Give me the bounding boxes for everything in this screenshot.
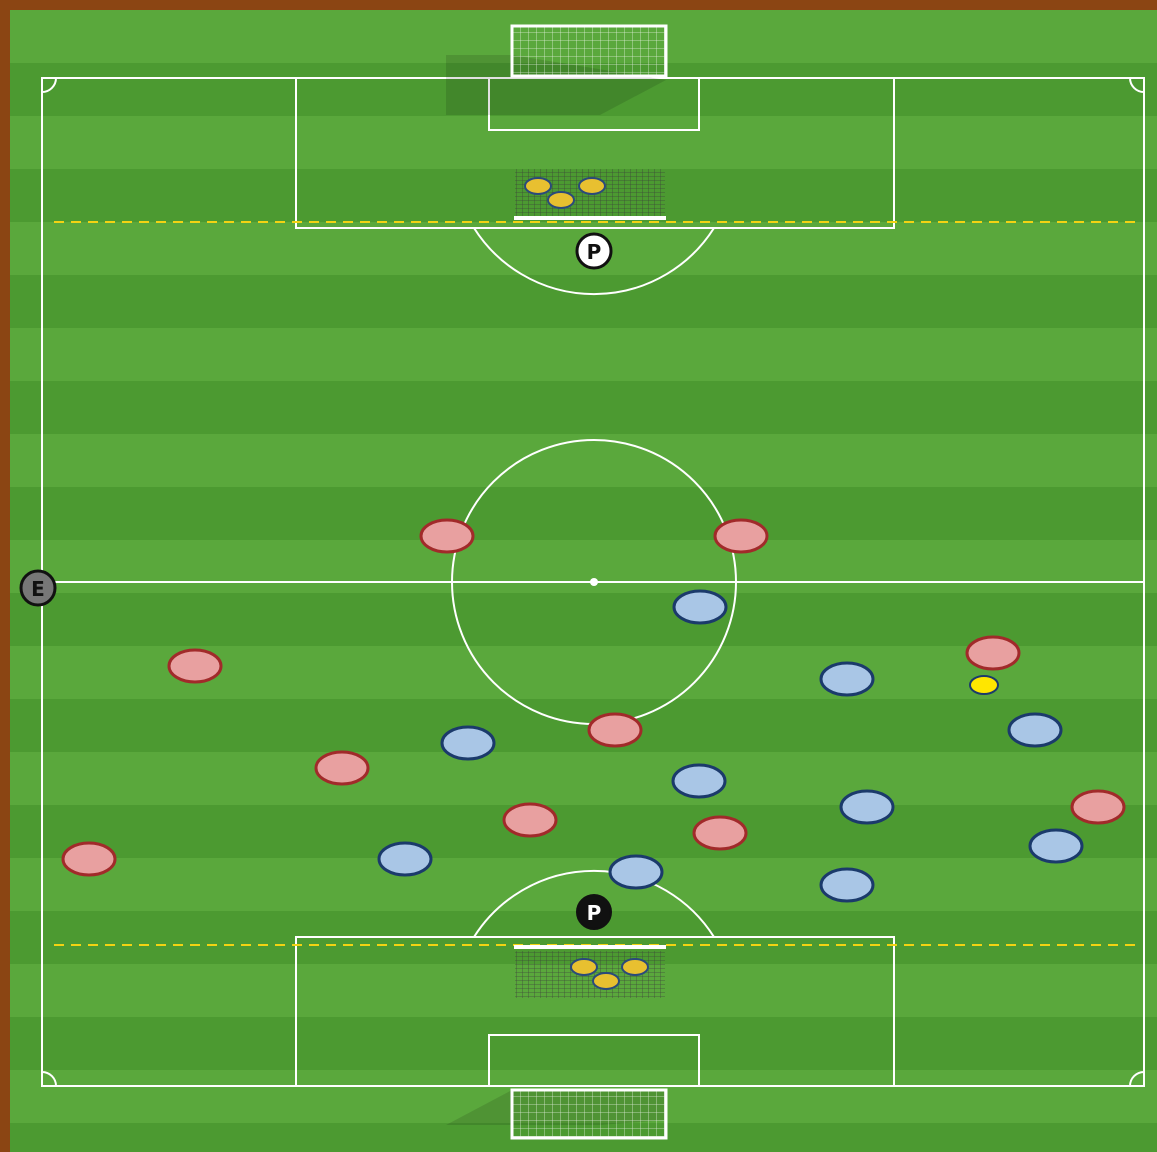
mini-ball-icon — [622, 959, 648, 975]
mini-ball-icon — [579, 178, 605, 194]
grass-stripe — [10, 381, 1157, 434]
red-player[interactable] — [967, 637, 1019, 669]
mini-ball-icon — [548, 192, 574, 208]
grass-stripe — [10, 275, 1157, 328]
blue-player[interactable] — [610, 856, 662, 888]
red-player[interactable] — [589, 714, 641, 746]
blue-player[interactable] — [821, 663, 873, 695]
mini-ball-icon — [571, 959, 597, 975]
top-mini-goal — [514, 169, 666, 218]
blue-player[interactable] — [674, 591, 726, 623]
left-e-marker[interactable]: E — [21, 571, 55, 605]
red-player[interactable] — [421, 520, 473, 552]
top-p-marker[interactable]: P — [577, 234, 611, 268]
mini-ball-icon — [593, 973, 619, 989]
top-p-label: P — [587, 240, 602, 264]
blue-player[interactable] — [442, 727, 494, 759]
red-player[interactable] — [169, 650, 221, 682]
bottom-p-label: P — [587, 901, 602, 925]
grass-stripe — [10, 699, 1157, 752]
blue-player[interactable] — [673, 765, 725, 797]
bottom-p-marker[interactable]: P — [577, 895, 611, 929]
grass-stripe — [10, 487, 1157, 540]
blue-player[interactable] — [1030, 830, 1082, 862]
red-player[interactable] — [63, 843, 115, 875]
mini-ball-icon — [525, 178, 551, 194]
grass-stripe — [10, 805, 1157, 858]
red-player[interactable] — [715, 520, 767, 552]
left-e-label: E — [31, 577, 45, 601]
red-player[interactable] — [694, 817, 746, 849]
bottom-mini-goal — [514, 947, 666, 998]
centre-spot — [590, 578, 598, 586]
blue-player[interactable] — [379, 843, 431, 875]
ball-icon[interactable] — [970, 676, 998, 694]
red-player[interactable] — [316, 752, 368, 784]
blue-player[interactable] — [821, 869, 873, 901]
blue-player[interactable] — [841, 791, 893, 823]
red-player[interactable] — [504, 804, 556, 836]
blue-player[interactable] — [1009, 714, 1061, 746]
grass-stripe — [10, 1017, 1157, 1070]
red-player[interactable] — [1072, 791, 1124, 823]
